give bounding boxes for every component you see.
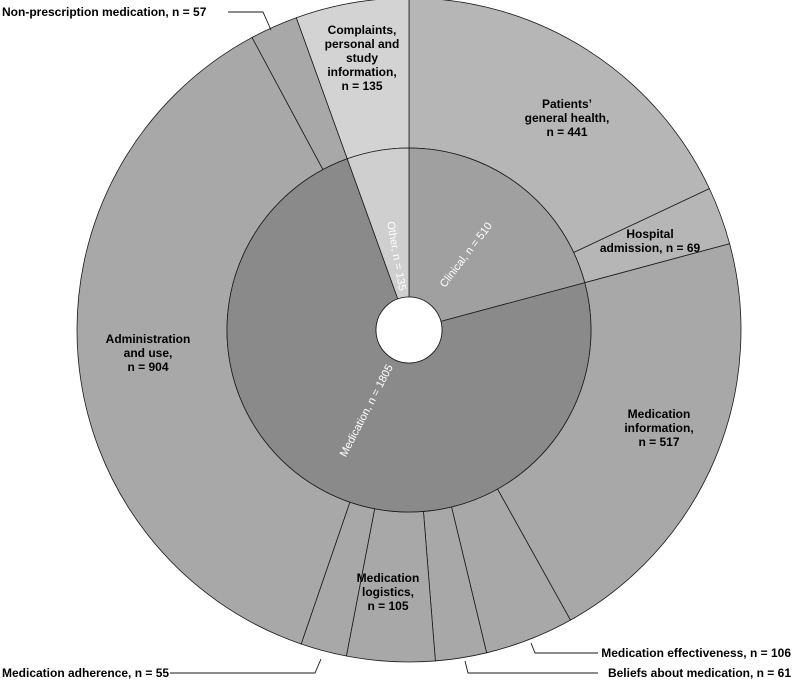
leader-line-non-prescription-medication bbox=[228, 11, 272, 31]
outer-label-patients-general-health: Patients’general health,n = 441 bbox=[525, 97, 610, 139]
leader-line-beliefs-about-medication bbox=[464, 660, 598, 674]
external-label-medication-effectiveness: Medication effectiveness, n = 106 bbox=[601, 646, 791, 660]
external-label-beliefs-about-medication: Beliefs about medication, n = 61 bbox=[608, 666, 791, 680]
external-label-medication-adherence: Medication adherence, n = 55 bbox=[2, 666, 169, 680]
center-hole bbox=[375, 296, 443, 364]
leader-line-medication-effectiveness bbox=[530, 642, 598, 654]
external-label-non-prescription-medication: Non-prescription medication, n = 57 bbox=[2, 5, 207, 19]
leader-line-medication-adherence bbox=[170, 658, 322, 674]
